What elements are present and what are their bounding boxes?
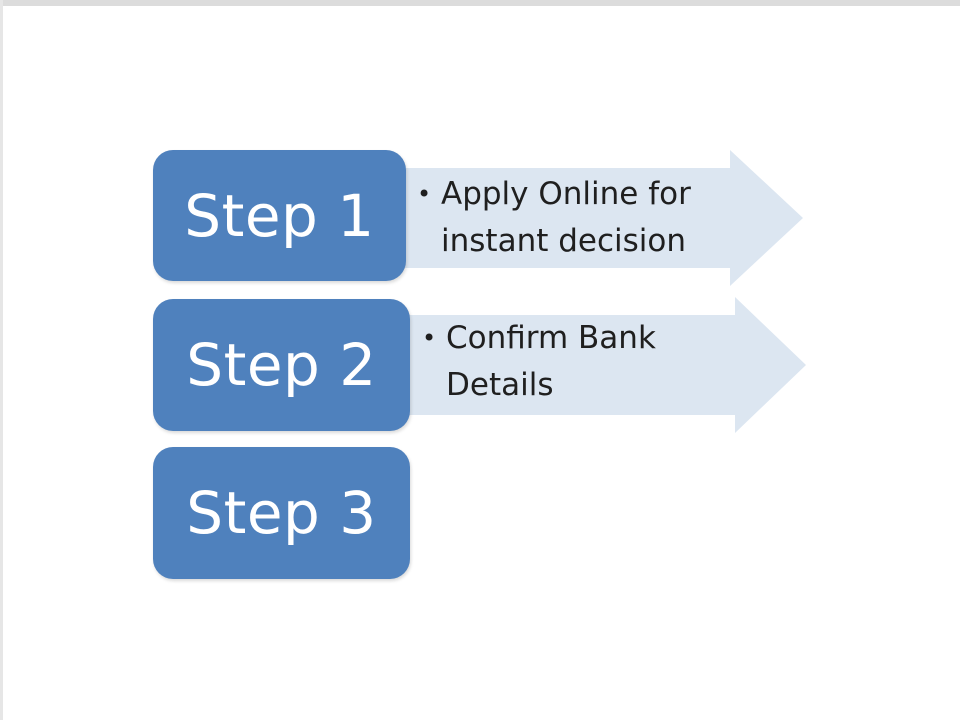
step-3-box: Step 3 — [153, 447, 410, 579]
arrow-right-icon — [398, 297, 806, 433]
step-1-detail-text: • Apply Online for instant decision — [417, 171, 691, 265]
step-3-label: Step 3 — [186, 479, 377, 547]
step-1-detail-arrow: • Apply Online for instant decision — [395, 150, 805, 286]
detail-line: instant decision — [441, 223, 687, 259]
step-2-detail-text: • Confirm Bank Details — [422, 315, 656, 409]
detail-line: Apply Online for — [441, 176, 691, 212]
step-2-detail-arrow: • Confirm Bank Details — [398, 297, 808, 433]
step-2-box: Step 2 — [153, 299, 410, 431]
window-top-border — [0, 0, 960, 6]
detail-line: Details — [446, 367, 554, 403]
detail-line: Confirm Bank — [446, 320, 656, 356]
step-1-box: Step 1 — [153, 150, 406, 281]
window-left-border — [0, 0, 3, 720]
arrow-right-icon — [395, 150, 803, 286]
step-2-label: Step 2 — [186, 331, 377, 399]
bullet-icon: • — [422, 324, 437, 352]
step-1-label: Step 1 — [184, 181, 375, 250]
bullet-icon: • — [417, 180, 432, 208]
